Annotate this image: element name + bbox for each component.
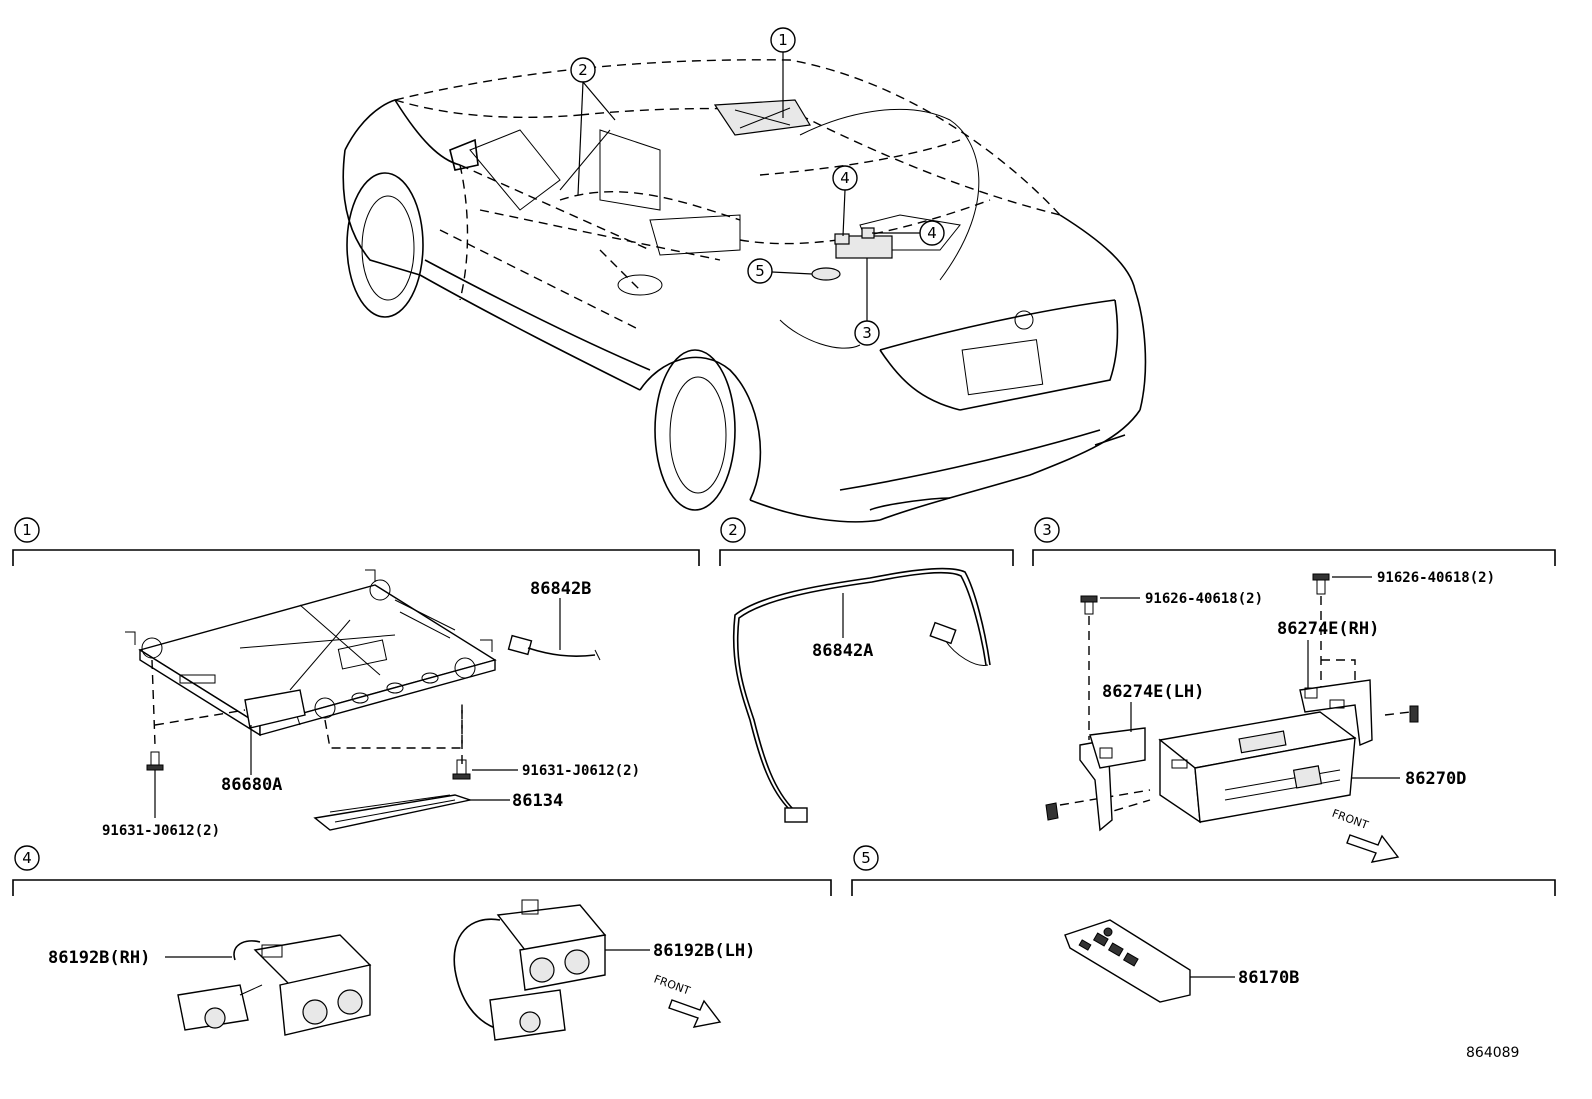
front-text-4: FRONT xyxy=(652,972,692,997)
callout-4-number: 4 xyxy=(840,169,850,187)
section-2-number: 2 xyxy=(728,521,738,539)
bracket-86274E-RH: 86274E(RH) xyxy=(1277,619,1379,747)
part-91626-label-right: 91626-40618(2) xyxy=(1377,570,1495,586)
callout-1-number: 1 xyxy=(778,31,788,49)
part-86842B-label: 86842B xyxy=(530,579,591,599)
part-91631-label-left: 91631-J0612(2) xyxy=(102,823,220,839)
part-86192B-RH-label: 86192B(RH) xyxy=(48,948,150,968)
bracket-86680A xyxy=(125,569,497,737)
callout-2-number: 2 xyxy=(578,61,588,79)
jack-86192B-LH: 86192B(LH) xyxy=(453,899,755,1041)
callout-3: 3 xyxy=(854,258,880,346)
part-86274E-RH-label: 86274E(RH) xyxy=(1277,619,1379,639)
screw-side-left xyxy=(1045,802,1059,821)
screw-91626-left: 91626-40618(2) xyxy=(1080,591,1263,615)
cable-86842B: 86842B xyxy=(507,579,601,661)
part-86192B-LH-label: 86192B(LH) xyxy=(653,941,755,961)
section-1-number: 1 xyxy=(22,521,32,539)
car-overview xyxy=(342,59,1147,523)
section-4: 4 86192B(RH) 86192B(LH) xyxy=(12,845,832,1041)
part-86270D-label: 86270D xyxy=(1405,769,1466,789)
part-86274E-LH-label: 86274E(LH) xyxy=(1102,682,1204,702)
section-3: 3 91626-40618(2) 91626-40618(2) 86 xyxy=(1032,517,1556,863)
front-text-3: FRONT xyxy=(1330,807,1370,832)
part-86842A-label: 86842A xyxy=(812,641,873,661)
bracket-86274E-LH: 86274E(LH) xyxy=(1079,682,1204,832)
player-86270D: 86270D xyxy=(1158,711,1466,824)
callout-1: 1 xyxy=(770,27,796,118)
diagram-id: 864089 xyxy=(1466,1045,1519,1061)
screw-91631-right: 91631-J0612(2) xyxy=(452,759,640,780)
screw-side-right xyxy=(1409,705,1419,723)
screw-91626-right: 91626-40618(2) xyxy=(1312,570,1495,595)
callout-3-number: 3 xyxy=(862,324,872,342)
section-3-number: 3 xyxy=(1042,521,1052,539)
callout-5-number: 5 xyxy=(755,262,765,280)
part-86680A-label: 86680A xyxy=(221,775,282,795)
section-4-number: 4 xyxy=(22,849,32,867)
front-arrow-4: FRONT xyxy=(652,972,722,1028)
section-2: 2 86842A xyxy=(719,517,1014,823)
cover-86134: 86134 xyxy=(313,791,563,831)
part-86134-label: 86134 xyxy=(512,791,563,811)
section-5: 5 86170B xyxy=(851,845,1556,1003)
section-5-number: 5 xyxy=(861,849,871,867)
front-arrow-3: FRONT xyxy=(1330,807,1400,863)
part-86170B-label: 86170B xyxy=(1238,968,1299,988)
jack-86192B-RH: 86192B(RH) xyxy=(48,934,372,1036)
harness-86842A: 86842A xyxy=(732,567,991,823)
part-91631-label-right: 91631-J0612(2) xyxy=(522,763,640,779)
screw-91631-left: 91631-J0612(2) xyxy=(102,751,220,839)
callout-4-number-right: 4 xyxy=(927,224,937,242)
callout-4-right: 4 xyxy=(872,220,945,246)
section-1: 1 xyxy=(12,517,700,839)
part-91626-label-left: 91626-40618(2) xyxy=(1145,591,1263,607)
remote-86170B: 86170B xyxy=(1064,919,1299,1003)
callout-5: 5 xyxy=(747,258,813,284)
callout-4-left: 4 xyxy=(832,165,858,237)
callout-2: 2 xyxy=(570,57,616,196)
